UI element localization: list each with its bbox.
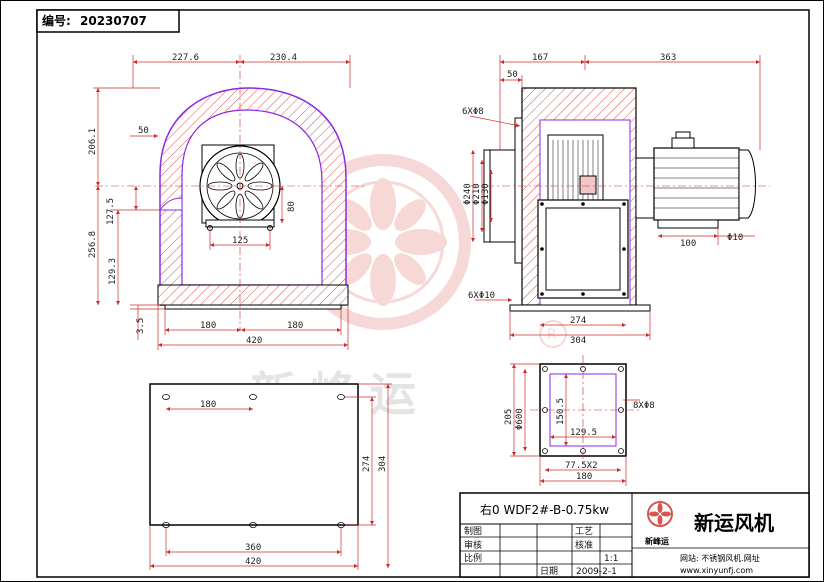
front-dim-129-3: 129.3: [108, 258, 118, 285]
front-view: 227.6 230.4 206.1 50 127.5 256.8 129.3 8…: [88, 53, 365, 350]
outlet-dim-8x8: 8XΦ8: [633, 401, 655, 411]
front-dim-127-5: 127.5: [106, 198, 116, 225]
drawing-frame: [36, 9, 810, 578]
company-name: 新运风机: [694, 511, 774, 535]
outlet-dim-205: 205: [504, 409, 514, 425]
front-dim-80: 80: [287, 201, 297, 212]
date-value: 2009-2-1: [576, 567, 617, 577]
company-logo: 新峰运: [645, 501, 673, 546]
label-approve: 核准: [575, 539, 593, 551]
side-view: 167 363 50 6XΦ8 Φ240 Φ210 Φ130 100 Φ10 6…: [462, 53, 770, 346]
side-dim-6x8: 6XΦ8: [462, 107, 484, 117]
label-review: 审核: [464, 539, 482, 551]
base-dim-360: 360: [245, 543, 261, 553]
front-dim-227-6: 227.6: [172, 53, 199, 63]
base-dim-420: 420: [245, 557, 261, 567]
side-dim-phi10: Φ10: [727, 233, 743, 243]
label-process: 工艺: [575, 526, 593, 537]
outlet-dim-129-5: 129.5: [570, 428, 597, 438]
website-label: 网站: 不锈钢风机.网址: [680, 553, 760, 563]
base-view: 180 274 304 360 420: [149, 383, 392, 570]
front-dim-256-8: 256.8: [88, 231, 98, 258]
outlet-view: 205 Φ600 150.5 129.5 8XΦ8 77.5X2 180: [504, 355, 655, 486]
model-text: 右0 WDF2#-B-0.75kw: [480, 502, 609, 517]
serial-box: 编号: 20230707: [36, 9, 180, 33]
side-dim-100: 100: [680, 239, 696, 249]
serial-value: 20230707: [80, 14, 147, 28]
side-dim-363: 363: [660, 53, 676, 63]
front-dim-206-1: 206.1: [88, 128, 98, 155]
scale-value: 1:1: [604, 554, 618, 564]
front-dim-50: 50: [138, 126, 149, 136]
label-drafter: 制图: [464, 525, 482, 537]
label-scale: 比例: [464, 552, 482, 564]
base-dim-304: 304: [378, 456, 388, 472]
logo-text: 新峰运: [645, 536, 669, 546]
side-dim-274: 274: [570, 316, 586, 326]
base-dim-274: 274: [362, 456, 372, 472]
front-dim-180-right: 180: [287, 321, 303, 331]
front-dim-230-4: 230.4: [270, 53, 297, 63]
side-dim-304: 304: [570, 336, 586, 346]
title-block: 右0 WDF2#-B-0.75kw 制图 工艺 审核 核准 比例 1:1 日期 …: [459, 492, 810, 578]
side-dim-240: Φ240: [463, 183, 473, 205]
serial-label: 编号:: [41, 13, 71, 28]
side-dim-167: 167: [532, 53, 548, 63]
outlet-dim-600: Φ600: [515, 408, 525, 430]
base-dim-180: 180: [200, 400, 216, 410]
label-date: 日期: [540, 566, 558, 577]
side-dim-6x10: 6XΦ10: [468, 291, 495, 301]
outlet-dim-150-5: 150.5: [556, 398, 566, 425]
outlet-dim-77-5x2: 77.5X2: [565, 461, 598, 471]
side-dim-210: Φ210: [472, 183, 482, 205]
side-dim-130: Φ130: [481, 183, 491, 205]
outlet-dim-180: 180: [576, 472, 592, 482]
front-dim-125: 125: [232, 236, 248, 246]
front-dim-3-5: 3.5: [136, 318, 146, 334]
website-url: www.xinyunfj.com: [680, 566, 753, 575]
front-dim-420: 420: [246, 336, 262, 346]
side-dim-50: 50: [507, 70, 518, 80]
front-dim-180-left: 180: [200, 321, 216, 331]
